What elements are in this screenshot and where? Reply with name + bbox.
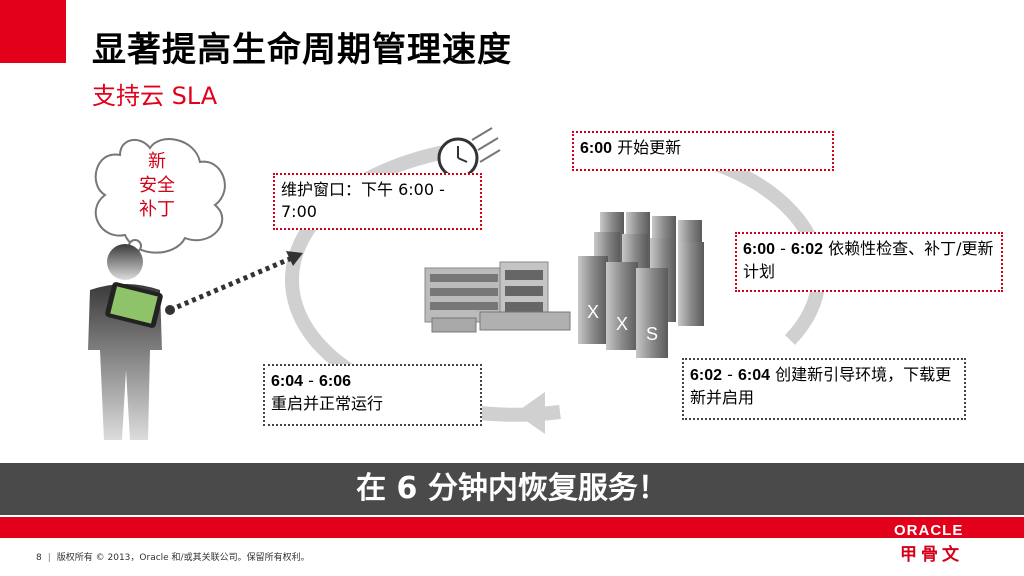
clock-icon (437, 127, 501, 179)
check-text: 依赖性检查、补丁/更新计划 (743, 239, 994, 281)
person-icon (88, 244, 162, 440)
sync-arrow (165, 251, 303, 315)
dependency-check-callout: 6:00 - 6:02 依赖性检查、补丁/更新计划 (735, 232, 1003, 292)
maintenance-window-text: 维护窗口：下午 6:00 - 7:00 (281, 180, 445, 221)
brand-corner-block (0, 0, 66, 63)
create-dash: - (722, 365, 738, 384)
restart-callout: 6:04 - 6:06 重启并正常运行 (263, 364, 482, 426)
ring-arrowhead (515, 392, 545, 434)
start-time: 6:00 (580, 140, 613, 157)
banner-bar (0, 463, 1024, 515)
create-boot-env-callout: 6:02 - 6:04 创建新引导环境，下载更新并启用 (682, 358, 966, 420)
banner-text: 在 6 分钟内恢复服务！ (356, 471, 668, 506)
maintenance-window-callout: 维护窗口：下午 6:00 - 7:00 (273, 173, 482, 230)
cloud-message: 新 安全 补丁 (118, 150, 196, 222)
restart-time-from: 6:04 (271, 373, 304, 390)
footer: 8 | 版权所有 © 2013，Oracle 和/或其关联公司。保留所有权利。 (36, 550, 310, 563)
copyright-text: 版权所有 © 2013，Oracle 和/或其关联公司。保留所有权利。 (56, 553, 310, 563)
tablet-icon (105, 282, 163, 328)
slide-subtitle: 支持云 SLA (92, 82, 218, 110)
oracle-logo-cn: 甲骨文 (900, 545, 963, 565)
restart-text: 重启并正常运行 (271, 394, 384, 413)
cloud-line-1: 新 (148, 151, 166, 172)
cloud-line-3: 补丁 (139, 199, 175, 220)
check-dash: - (775, 239, 791, 258)
server-label-2: X (616, 314, 628, 334)
server-label-1: X (587, 302, 599, 322)
rack-servers-icon: X X S (578, 212, 704, 358)
start-text: 开始更新 (612, 138, 682, 157)
restart-dash: - (303, 371, 319, 390)
footer-separator: | (47, 553, 51, 563)
page-number: 8 (36, 553, 42, 563)
create-time-to: 6:04 (737, 367, 771, 384)
create-time-from: 6:02 (690, 367, 723, 384)
check-time-from: 6:00 (743, 241, 776, 258)
oracle-logo: ORACLE (894, 522, 964, 539)
create-text: 创建新引导环境，下载更新并启用 (690, 365, 952, 407)
brand-stripe (0, 517, 1024, 538)
server-label-3: S (646, 324, 658, 344)
start-update-callout: 6:00 开始更新 (572, 131, 834, 171)
restart-time-to: 6:06 (318, 373, 352, 390)
blade-servers-icon (424, 261, 571, 333)
check-time-to: 6:02 (790, 241, 824, 258)
cloud-line-2: 安全 (139, 175, 175, 196)
slide-title: 显著提高生命周期管理速度 (92, 30, 512, 70)
